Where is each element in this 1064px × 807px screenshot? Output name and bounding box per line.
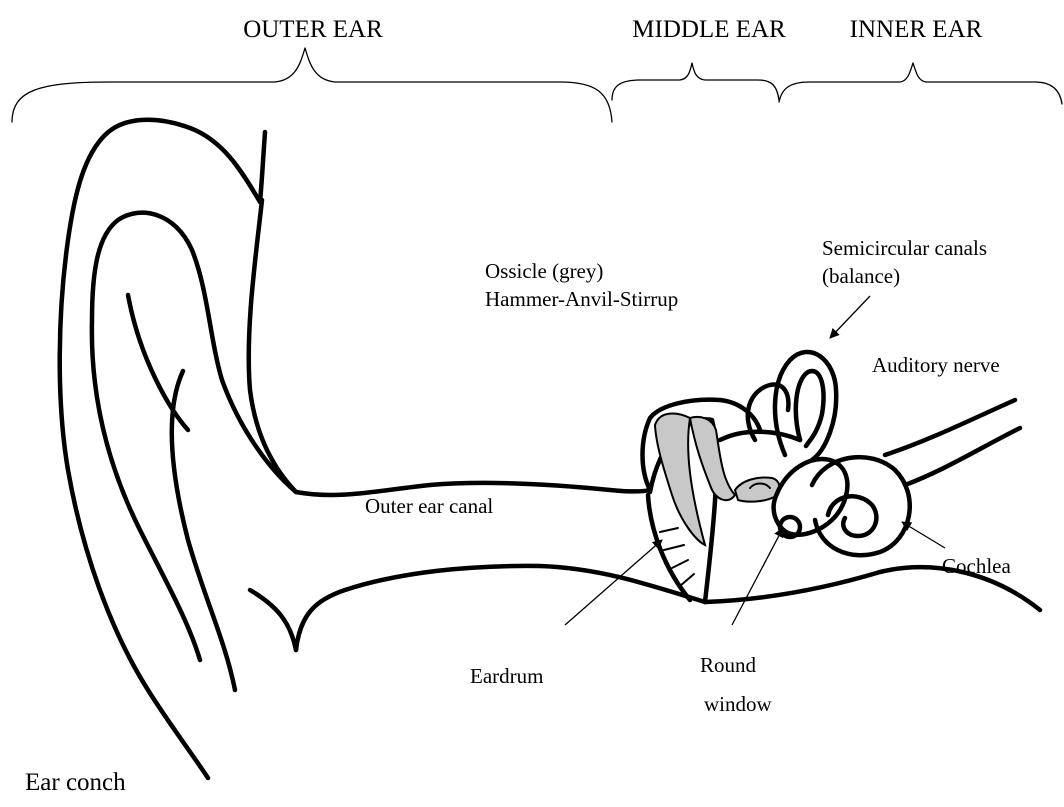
semicircular-label-line2: (balance) (822, 264, 900, 288)
ossicle-label-line1: Ossicle (grey) (485, 259, 603, 283)
eardrum-label: Eardrum (470, 664, 543, 688)
semicircular-canal-inner (796, 371, 824, 446)
ossicle-anvil (690, 417, 735, 500)
pinna-inner-fold (92, 200, 296, 660)
outer-ear-brace (12, 48, 612, 122)
inner-ear-heading: INNER EAR (850, 16, 983, 43)
semicircular-canal-horizontal (720, 432, 800, 440)
auditory-nerve-label: Auditory nerve (872, 353, 1000, 377)
round-window-label-line1: Round (700, 653, 757, 677)
outer-ear-heading: OUTER EAR (243, 16, 383, 43)
inner-ear-brace (779, 63, 1062, 104)
ear-conch-label: Ear conch (25, 769, 126, 796)
ossicle-label-line2: Hammer-Anvil-Stirrup (485, 287, 678, 311)
auditory-nerve-upper (885, 400, 1015, 455)
semicircular-label-line1: Semicircular canals (822, 236, 987, 260)
ear-canal-lower (296, 566, 705, 650)
ear-canal-connector (250, 590, 296, 650)
round-window-label-line2: window (704, 692, 773, 716)
cochlea-outer (812, 457, 910, 555)
pinna-lobe-lower (128, 295, 188, 430)
outer-ear-canal-label: Outer ear canal (365, 494, 493, 518)
middle-ear-heading: MIDDLE EAR (632, 16, 786, 43)
pinna-helix-upper (260, 132, 265, 202)
auditory-nerve-lower (905, 428, 1020, 485)
arrow-cochlea (902, 522, 945, 548)
arrow-semicircular (830, 296, 870, 338)
arrow-round-window (732, 528, 783, 625)
ossicle-stirrup (735, 478, 779, 502)
vestibule (774, 459, 848, 535)
middle-ear-brace (612, 63, 779, 100)
cochlea-label: Cochlea (942, 554, 1011, 578)
